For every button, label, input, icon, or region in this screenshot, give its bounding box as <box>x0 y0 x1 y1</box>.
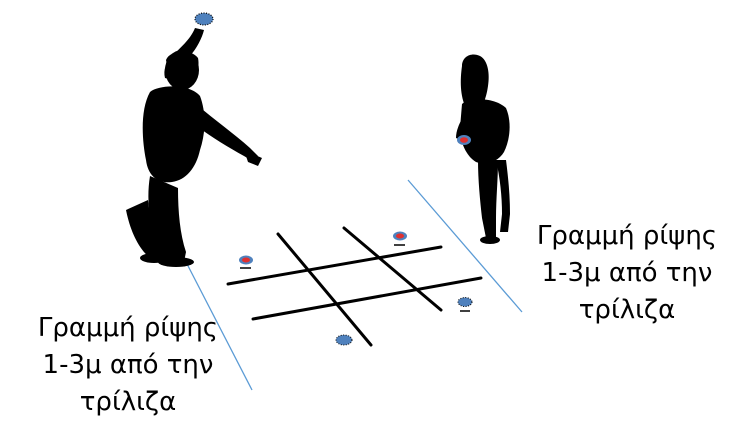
throw-line-left <box>185 261 253 391</box>
person-left-silhouette <box>126 28 262 267</box>
tic-tac-toe-grid <box>226 226 483 347</box>
grid-line-horizontal-2 <box>251 276 483 321</box>
disc-blue-right <box>457 297 473 312</box>
throw-line-label-left-line1: Γραμμή ρίψης <box>37 313 219 343</box>
throw-line-label-right-line2: 1-3μ από την <box>541 258 713 288</box>
disc-red-left <box>239 255 253 269</box>
throw-line-label-left-line2: 1-3μ από την <box>42 350 214 380</box>
disc-held-left <box>194 12 214 26</box>
grid-line-vertical-2 <box>342 226 443 312</box>
grid-line-horizontal-1 <box>226 245 443 286</box>
grid-line-vertical-1 <box>276 232 373 347</box>
throw-line-label-left: Γραμμή ρίψης 1-3μ από την τρίλιζα <box>0 310 256 421</box>
throw-line-label-right-line3: τρίλιζα <box>578 295 676 325</box>
disc-held-right <box>457 135 471 145</box>
throw-line-label-right: Γραμμή ρίψης 1-3μ από την τρίλιζα <box>515 218 739 329</box>
throw-line-label-right-line1: Γραμμή ρίψης <box>536 221 718 251</box>
disc-red-top <box>393 231 407 246</box>
person-right-silhouette <box>456 54 510 244</box>
throw-line-label-left-line3: τρίλιζα <box>79 387 177 417</box>
disc-blue-bottom <box>335 334 353 346</box>
throw-line-right <box>407 179 523 313</box>
